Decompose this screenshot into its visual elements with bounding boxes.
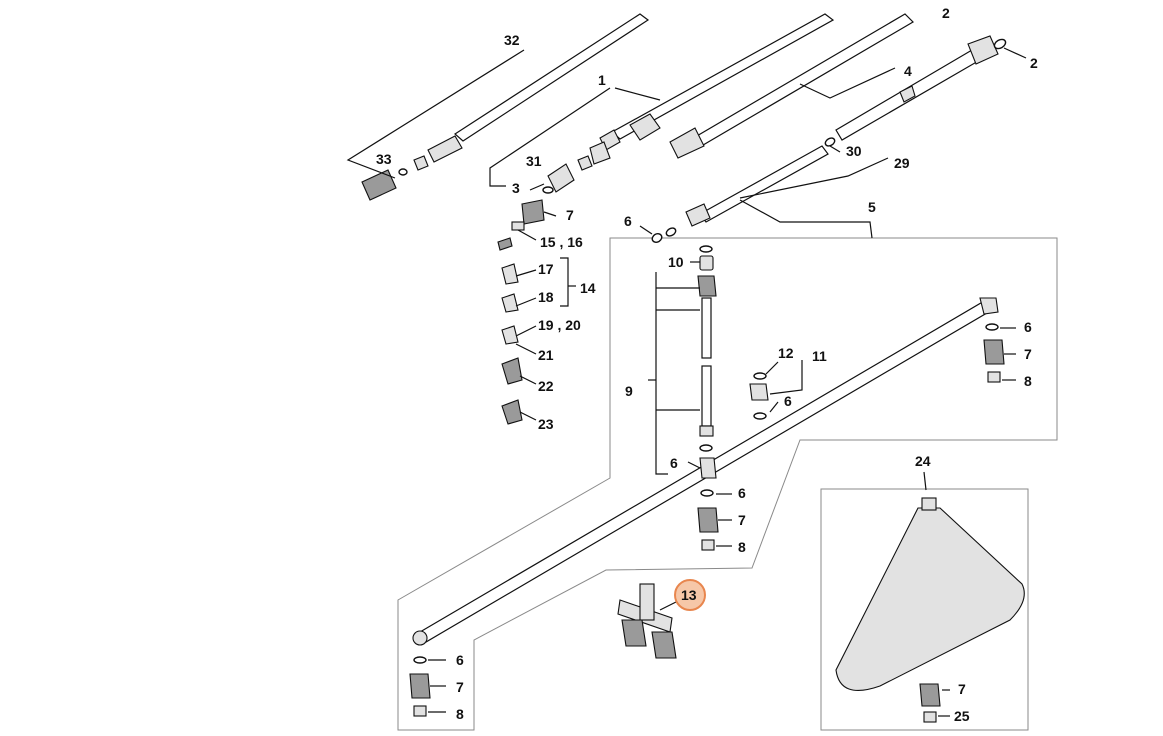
- label-13[interactable]: 13: [681, 587, 697, 603]
- fitting-11: [749, 372, 769, 420]
- label-17: 17: [538, 261, 554, 277]
- swivel-3-31: [542, 155, 593, 194]
- spray-shield-24: [835, 497, 1025, 723]
- label-11: 11: [812, 348, 827, 364]
- main-boom-tube: [412, 297, 999, 646]
- label-4: 4: [904, 63, 912, 79]
- spray-tube-1: [589, 13, 835, 165]
- label-2-top: 2: [942, 5, 950, 21]
- label-30: 30: [846, 143, 862, 159]
- label-6-rod: 6: [624, 213, 632, 229]
- left-end-nut-set: [409, 656, 431, 717]
- label-9: 9: [625, 383, 633, 399]
- label-3: 3: [512, 180, 520, 196]
- label-6-pipe-base: 6: [670, 455, 678, 471]
- label-6-center: 6: [738, 485, 746, 501]
- label-18: 18: [538, 289, 554, 305]
- label-31: 31: [526, 153, 542, 169]
- label-25: 25: [954, 708, 970, 724]
- label-22: 22: [538, 378, 554, 394]
- leader-lines: [346, 47, 1027, 717]
- label-8-right-end: 8: [1024, 373, 1032, 389]
- rod-29: [651, 137, 836, 243]
- vertical-pipe-9: [697, 245, 717, 452]
- label-7-right-end: 7: [1024, 346, 1032, 362]
- highlighted-part-13[interactable]: 13: [674, 579, 706, 611]
- label-32: 32: [504, 32, 520, 48]
- extension-tube-32: [427, 13, 650, 163]
- label-7-center: 7: [738, 512, 746, 528]
- label-21: 21: [538, 347, 554, 363]
- highlight-circle[interactable]: [674, 579, 706, 611]
- label-33: 33: [376, 151, 392, 167]
- label-14: 14: [580, 280, 596, 296]
- label-19-20: 19 , 20: [538, 317, 581, 333]
- part-labels: 32 1 2 2 4 33 31 3 30 29 7 6 5 15 , 16 1…: [376, 5, 1038, 724]
- nozzle-parts-column: [497, 199, 545, 425]
- spray-tube-4: [669, 13, 914, 159]
- label-7-shield: 7: [958, 681, 966, 697]
- label-6-left-end: 6: [456, 652, 464, 668]
- label-12: 12: [778, 345, 794, 361]
- label-7-nozzle: 7: [566, 207, 574, 223]
- boom-assembly-frame: [397, 237, 1058, 731]
- label-1: 1: [598, 72, 606, 88]
- label-7-left-end: 7: [456, 679, 464, 695]
- label-6-fitting: 6: [784, 393, 792, 409]
- right-end-nut-set: [983, 323, 1005, 383]
- label-15-16: 15 , 16: [540, 234, 583, 250]
- label-5: 5: [868, 199, 876, 215]
- label-29: 29: [894, 155, 910, 171]
- twin-nozzle-holder-13: [617, 583, 677, 659]
- center-nut-set: [697, 489, 719, 551]
- handle-fitting-33: [361, 155, 429, 201]
- label-24: 24: [915, 453, 931, 469]
- label-23: 23: [538, 416, 554, 432]
- label-2-right: 2: [1030, 55, 1038, 71]
- shield-frame: [820, 488, 1029, 731]
- lance-tube-4: [835, 35, 1007, 141]
- label-6-right-end: 6: [1024, 319, 1032, 335]
- label-8-left-end: 8: [456, 706, 464, 722]
- label-10: 10: [668, 254, 684, 270]
- label-8-center: 8: [738, 539, 746, 555]
